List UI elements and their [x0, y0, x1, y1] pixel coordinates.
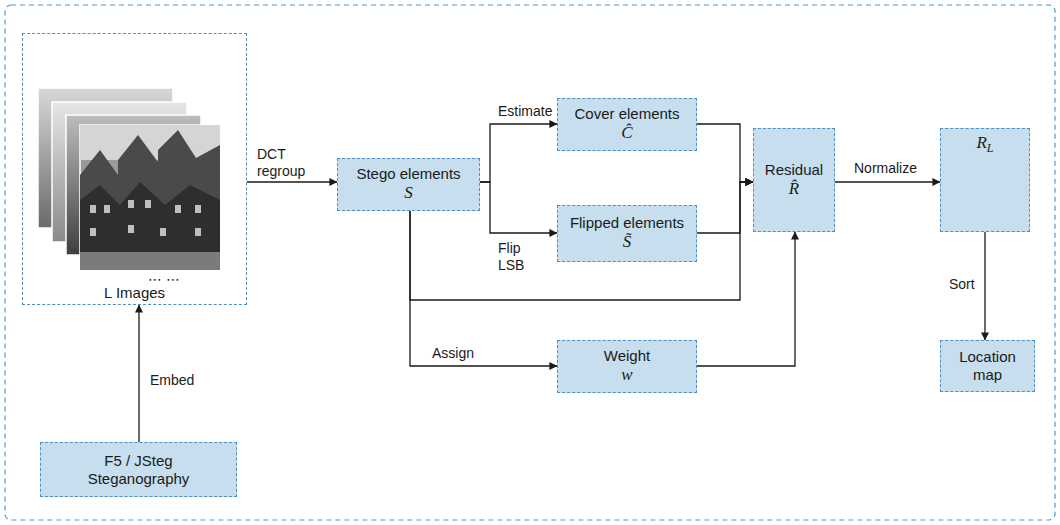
flow-arrow: [480, 182, 557, 233]
flow-arrow: [410, 211, 557, 366]
math-symbol: w: [621, 365, 632, 385]
flow-arrow: [984, 232, 985, 340]
node-label: Flipped elements: [570, 214, 684, 232]
math-symbol: S: [404, 183, 413, 203]
process-box: F5 / JSteg Steganography: [40, 442, 237, 497]
flow-arrow: [697, 124, 753, 182]
process-box: Stego elementsS: [337, 158, 480, 211]
process-box: RL: [940, 128, 1030, 232]
edge-label: Sort: [947, 276, 977, 293]
node-label: F5 / JSteg Steganography: [64, 452, 214, 488]
math-symbol: L: [987, 141, 994, 155]
node-label: Cover elements: [574, 105, 679, 123]
node-label: Stego elements: [356, 165, 460, 183]
process-box: ResidualR̂: [753, 128, 835, 232]
flow-arrow: [835, 181, 940, 182]
edge-label: Embed: [148, 372, 196, 389]
edge-label: Estimate: [496, 103, 554, 120]
flow-arrow: [480, 124, 557, 182]
process-box: Cover elementsĈ: [557, 98, 697, 151]
flow-arrow: [247, 181, 337, 182]
node-label: Residual: [765, 161, 823, 179]
node-label: Location map: [953, 348, 1023, 384]
process-box: Location map: [940, 340, 1035, 392]
math-symbol: Ĉ: [621, 123, 632, 143]
node-label: R: [976, 133, 986, 153]
edge-label: Assign: [430, 345, 476, 362]
process-box: Weightw: [557, 340, 697, 393]
edge-label: DCT regroup: [255, 146, 329, 180]
image-group-box: L Images: [22, 33, 247, 305]
flow-arrow: [697, 232, 795, 366]
math-symbol: S̃: [623, 232, 632, 252]
node-label: Weight: [604, 347, 650, 365]
flow-arrow: [697, 182, 753, 233]
edge-label: Normalize: [852, 160, 919, 177]
flow-arrow: [138, 305, 139, 442]
process-box: Flipped elementsS̃: [557, 205, 697, 262]
math-symbol: R̂: [789, 179, 799, 199]
ellipsis-mark: ⋯ ⋯: [146, 271, 182, 288]
edge-label: Flip LSB: [496, 240, 540, 274]
